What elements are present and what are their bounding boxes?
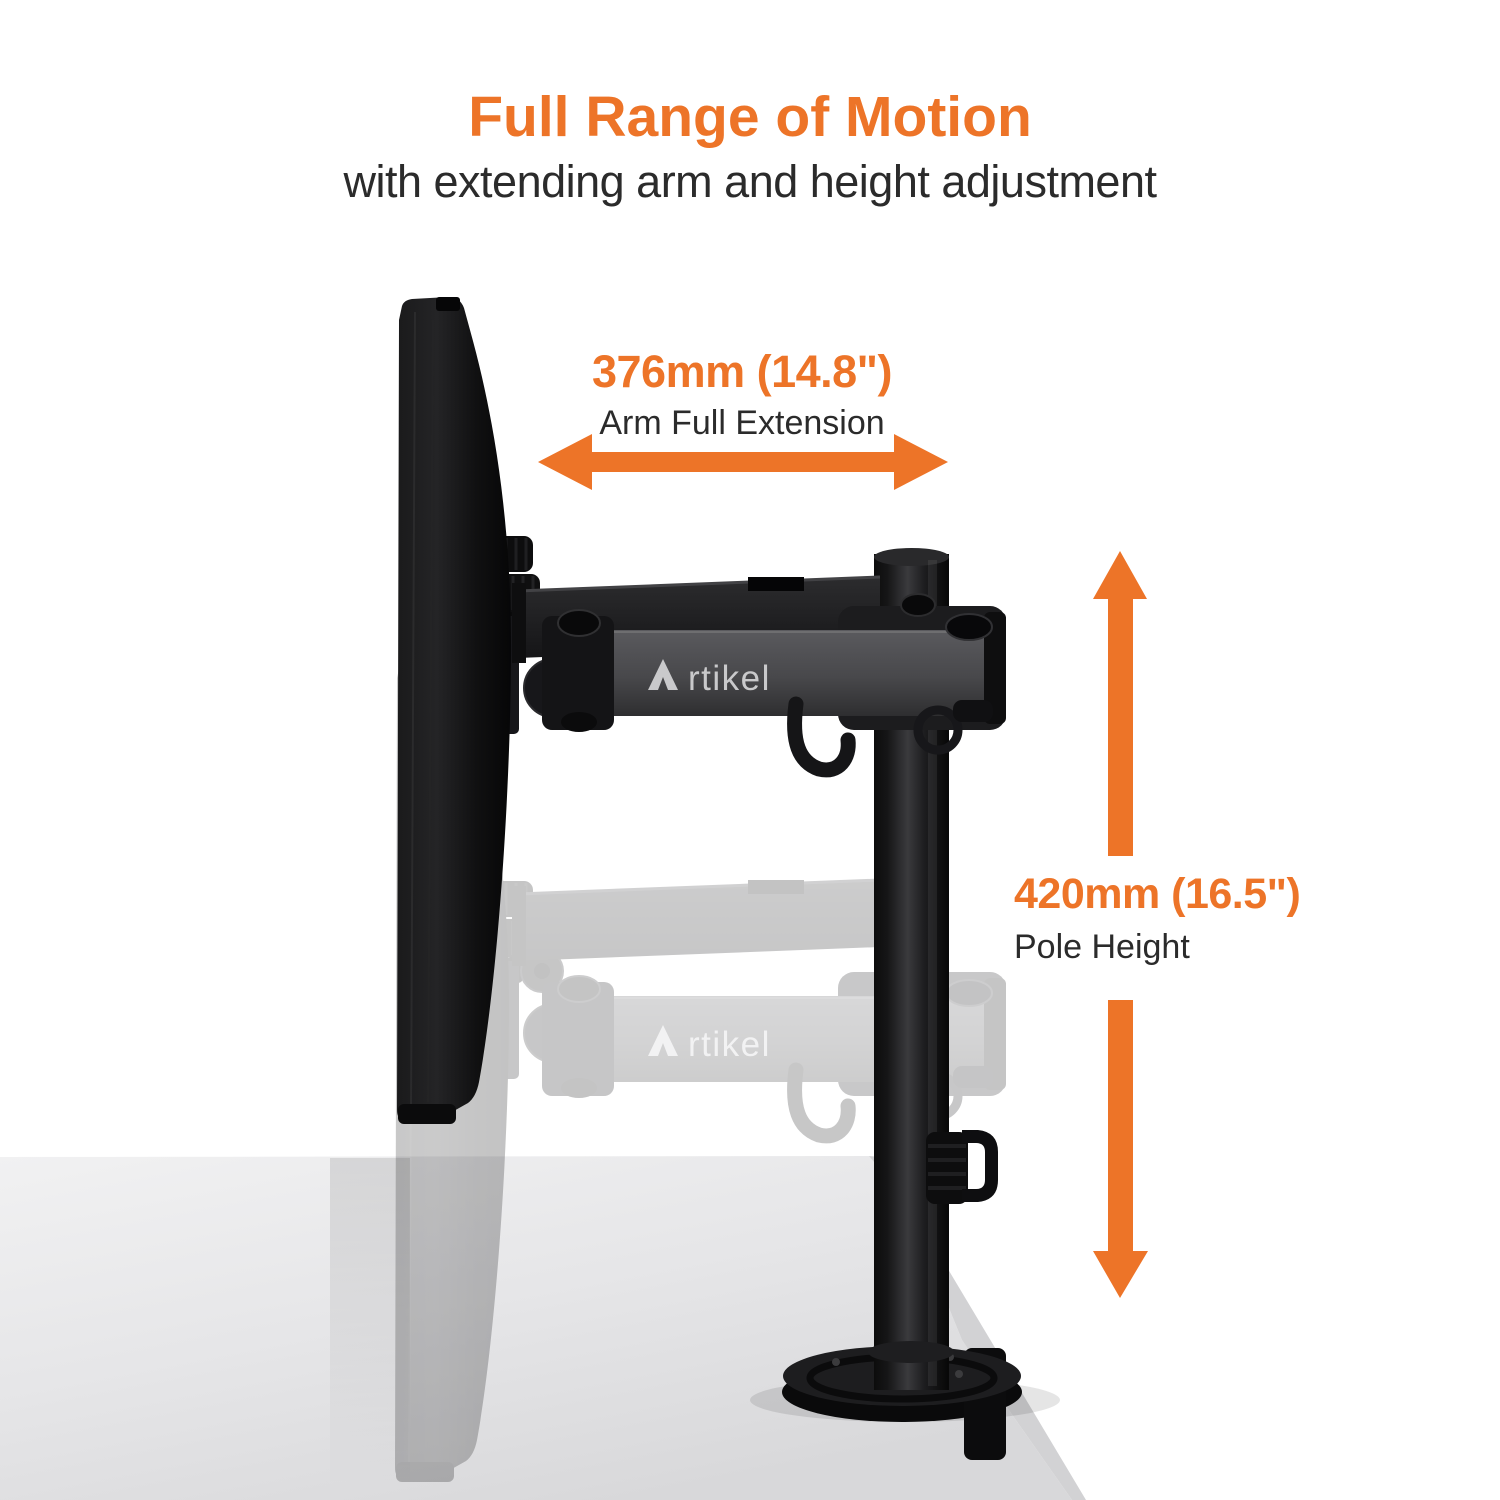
brand-logo: rtikel: [648, 659, 771, 698]
page-title: Full Range of Motion: [468, 85, 1032, 149]
cable-hook: [787, 696, 856, 778]
arm-extension-annotation: 376mm (14.8") Arm Full Extension: [492, 346, 992, 443]
base-hole: [832, 1358, 840, 1366]
height-adjust-ring: [913, 705, 963, 755]
cable-clip: [926, 1130, 998, 1204]
pole-height-annotation: 420mm (16.5") Pole Height: [1014, 870, 1301, 967]
arm-extension-value: 376mm (14.8"): [592, 346, 893, 397]
page-subtitle: with extending arm and height adjustment: [343, 156, 1157, 207]
arrow-down-icon: [1093, 1000, 1148, 1298]
artikel-chevron-icon: [648, 659, 678, 690]
pole-height-value: 420mm (16.5"): [1014, 870, 1301, 918]
pole-height-label: Pole Height: [1014, 928, 1190, 966]
arrow-up-icon: [1093, 551, 1147, 856]
brand-logo-text: rtikel: [688, 659, 771, 698]
desk-surface: [0, 1156, 1072, 1500]
monitor-side-profile: [397, 297, 512, 1124]
base-hole: [955, 1370, 963, 1378]
double-arrow-horizontal-icon: [538, 434, 948, 490]
articulating-arm: rtikel: [542, 593, 1006, 778]
arm-extension-label: Arm Full Extension: [599, 404, 885, 442]
